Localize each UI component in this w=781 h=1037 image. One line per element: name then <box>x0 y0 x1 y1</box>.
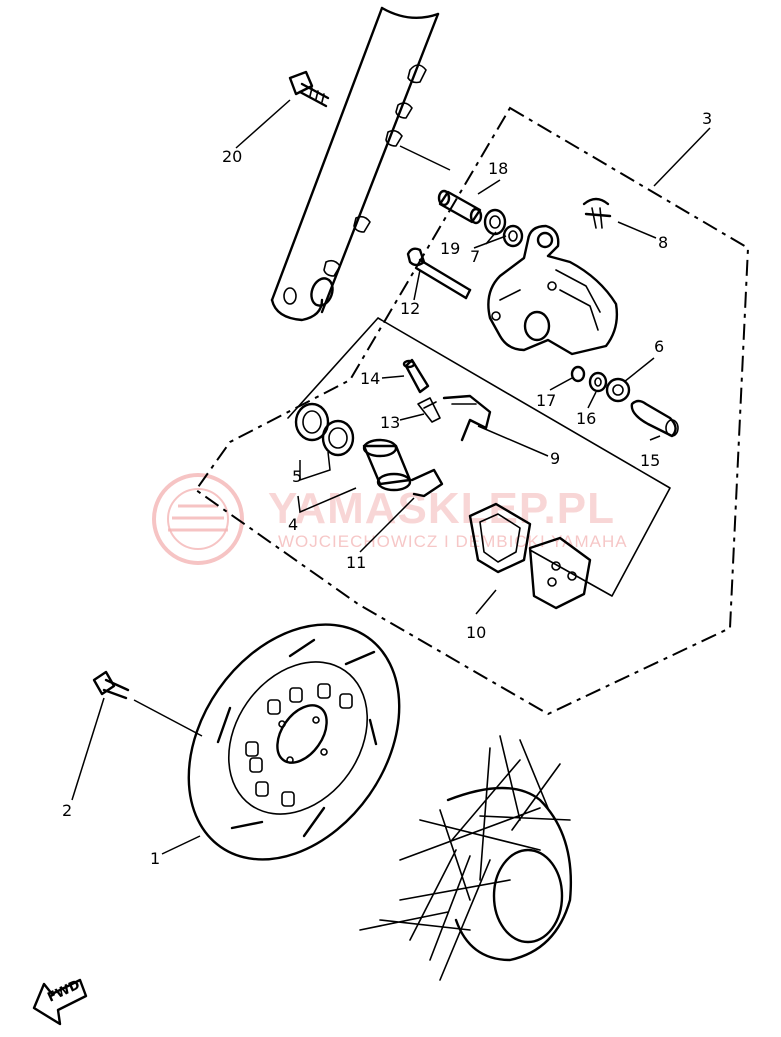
fork-leg <box>270 6 440 322</box>
leader-lines <box>71 99 711 855</box>
part-13-clip <box>417 397 441 423</box>
callout-1-label: 2 <box>62 801 72 820</box>
part-15-pin-bolt <box>630 399 679 438</box>
callout-17: 17 <box>536 391 556 410</box>
part-2-bolt <box>92 670 130 700</box>
callout-11: 11 <box>346 553 366 572</box>
callout-4: 4 <box>288 515 298 534</box>
part-16-sleeve <box>588 371 608 393</box>
watermark-title: YAMASKLEP.PL <box>268 484 615 533</box>
callout-18: 18 <box>488 159 508 178</box>
callout-1: 1 <box>150 849 160 868</box>
callout-13: 13 <box>380 413 400 432</box>
callout-3: 3 <box>702 109 712 128</box>
part-10-brake-pads <box>468 502 592 610</box>
callout-16: 16 <box>576 409 596 428</box>
part-8-bleed-screw <box>582 197 612 229</box>
callout-9: 9 <box>550 449 560 468</box>
callout-5: 5 <box>292 467 302 486</box>
part-18-pin <box>437 189 483 225</box>
part-4-piston <box>362 438 412 492</box>
part-20-bolt <box>288 70 330 108</box>
disc-slots <box>216 638 378 838</box>
fwd-arrow-icon: FWD <box>32 978 88 1026</box>
callout-19: 19 <box>440 239 460 258</box>
part-19-seal <box>483 208 507 236</box>
part-6-boot <box>605 377 631 403</box>
part-11-shim-clip <box>410 468 444 498</box>
wheel-hub-spokes <box>359 735 572 981</box>
callout-labels: 2 1 3 4 5 6 7 8 9 10 11 12 13 14 15 16 1… <box>62 109 712 868</box>
disc-holes <box>245 683 353 807</box>
pad-kit-outline <box>287 317 671 597</box>
caliper-body <box>487 224 619 356</box>
callout-8: 8 <box>658 233 668 252</box>
part-7-boot <box>502 224 524 248</box>
part-1-brake-disc <box>187 623 401 861</box>
callout-20: 20 <box>222 147 242 166</box>
part-5-seals <box>294 402 355 457</box>
watermark: YAMASKLEP.PL WOJCIECHOWICZ I DEMBICKI YA… <box>152 473 627 565</box>
callout-10: 10 <box>466 623 486 642</box>
watermark-logo <box>152 473 244 565</box>
part-12-bolt <box>406 247 472 300</box>
callout-14: 14 <box>360 369 380 388</box>
callout-15: 15 <box>640 451 660 470</box>
part-9-pad-spring <box>442 394 492 442</box>
part-14-pin <box>402 358 430 394</box>
callout-7: 7 <box>470 247 480 266</box>
part-17-washer <box>570 365 586 383</box>
callout-12: 12 <box>400 299 420 318</box>
callout-6: 6 <box>654 337 664 356</box>
